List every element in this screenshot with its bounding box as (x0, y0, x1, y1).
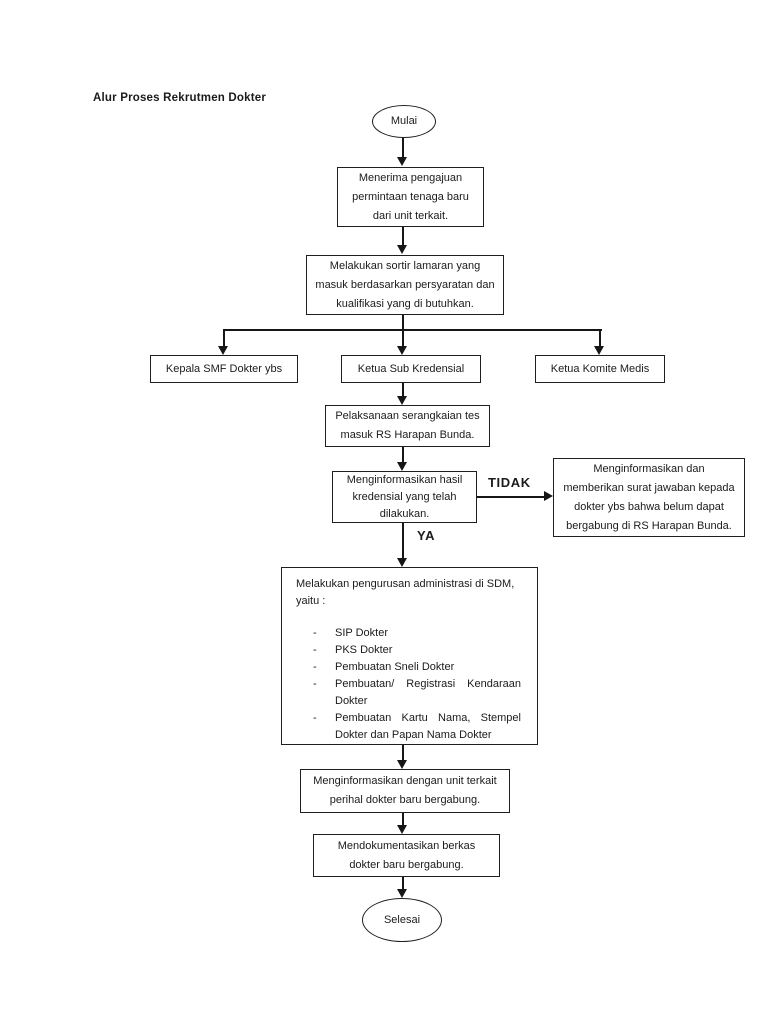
connector-arrowhead (218, 346, 228, 355)
list-item-label: Pembuatan Kartu Nama, Stempel Dokter dan… (335, 712, 521, 741)
reviewer-kepala-smf-dokter-label: Kepala SMF Dokter ybs (165, 362, 283, 375)
list-item-bullet: - (313, 678, 317, 690)
reviewer-kepala-smf-dokter: Kepala SMF Dokter ybs (150, 355, 298, 383)
connector-arrowhead (397, 825, 407, 834)
connector-line (402, 329, 404, 346)
process-sdm-administration: Melakukan pengurusan administrasi di SDM… (281, 567, 538, 745)
branch-label-tidak: TIDAK (488, 475, 531, 490)
connector-line (402, 447, 404, 463)
end-terminator-label: Selesai (383, 913, 421, 926)
process-inform-related-unit: Menginformasikan dengan unit terkait per… (300, 769, 510, 813)
list-item: - Pembuatan Sneli Dokter (296, 659, 523, 676)
list-item-label: PKS Dokter (335, 644, 393, 656)
sdm-admin-list: - SIP Dokter - PKS Dokter - Pembuatan Sn… (296, 625, 523, 744)
process-reject-letter-label: Menginformasikan dan memberikan surat ja… (563, 462, 735, 532)
connector-arrowhead (544, 491, 553, 501)
connector-arrowhead (397, 346, 407, 355)
process-receive-request: Menerima pengajuan permintaan tenaga bar… (337, 167, 484, 227)
sdm-admin-intro-line1: Melakukan pengurusan administrasi di SDM… (296, 578, 515, 590)
connector-line (223, 329, 225, 346)
list-item-label: Pembuatan Sneli Dokter (335, 661, 455, 673)
start-terminator-label: Mulai (390, 115, 418, 127)
process-inform-credential-result-label: Menginformasikan hasil kredensial yang t… (346, 473, 463, 520)
connector-arrowhead (397, 558, 407, 567)
list-item-label: SIP Dokter (335, 627, 388, 639)
list-item-bullet: - (313, 644, 317, 656)
connector-arrowhead (397, 462, 407, 471)
process-entrance-tests: Pelaksanaan serangkaian tes masuk RS Har… (325, 405, 490, 447)
connector-line (402, 877, 404, 890)
start-terminator: Mulai (372, 105, 436, 138)
list-item: - PKS Dokter (296, 642, 523, 659)
connector-arrowhead (397, 889, 407, 898)
process-reject-letter: Menginformasikan dan memberikan surat ja… (553, 458, 745, 537)
reviewer-ketua-sub-kredensial-label: Ketua Sub Kredensial (357, 362, 465, 375)
process-document-files: Mendokumentasikan berkas dokter baru ber… (313, 834, 500, 877)
connector-line (402, 227, 404, 245)
list-item-bullet: - (313, 661, 317, 673)
connector-line (402, 138, 404, 158)
branch-label-ya: YA (417, 528, 436, 543)
connector-line (402, 745, 404, 761)
list-item-bullet: - (313, 627, 317, 639)
list-item: - SIP Dokter (296, 625, 523, 642)
sdm-admin-intro-line2: yaitu : (296, 595, 326, 607)
process-receive-request-label: Menerima pengajuan permintaan tenaga bar… (352, 171, 469, 222)
process-entrance-tests-label: Pelaksanaan serangkaian tes masuk RS Har… (335, 410, 480, 441)
connector-line (402, 383, 404, 396)
connector-arrowhead (397, 396, 407, 405)
connector-arrowhead (397, 760, 407, 769)
reviewer-ketua-sub-kredensial: Ketua Sub Kredensial (341, 355, 481, 383)
connector-arrowhead (594, 346, 604, 355)
process-sort-applications-label: Melakukan sortir lamaran yang masuk berd… (315, 259, 495, 310)
process-inform-credential-result: Menginformasikan hasil kredensial yang t… (332, 471, 477, 523)
connector-line (599, 329, 601, 346)
page-title: Alur Proses Rekrutmen Dokter (93, 92, 267, 104)
list-item-label: Pembuatan/ Registrasi Kendaraan Dokter (335, 678, 521, 707)
list-item: - Pembuatan Kartu Nama, Stempel Dokter d… (296, 710, 523, 744)
connector-branch-line (223, 329, 602, 331)
process-inform-related-unit-label: Menginformasikan dengan unit terkait per… (313, 775, 497, 806)
connector-arrowhead (397, 245, 407, 254)
reviewer-ketua-komite-medis: Ketua Komite Medis (535, 355, 665, 383)
process-document-files-label: Mendokumentasikan berkas dokter baru ber… (337, 839, 476, 871)
connector-line (402, 523, 404, 559)
connector-line (402, 315, 404, 331)
connector-line (477, 496, 545, 498)
list-item-bullet: - (313, 712, 317, 724)
list-item: - Pembuatan/ Registrasi Kendaraan Dokter (296, 676, 523, 710)
connector-line (402, 813, 404, 826)
end-terminator: Selesai (362, 898, 442, 942)
reviewer-ketua-komite-medis-label: Ketua Komite Medis (550, 362, 650, 375)
connector-arrowhead (397, 157, 407, 166)
process-sort-applications: Melakukan sortir lamaran yang masuk berd… (306, 255, 504, 315)
